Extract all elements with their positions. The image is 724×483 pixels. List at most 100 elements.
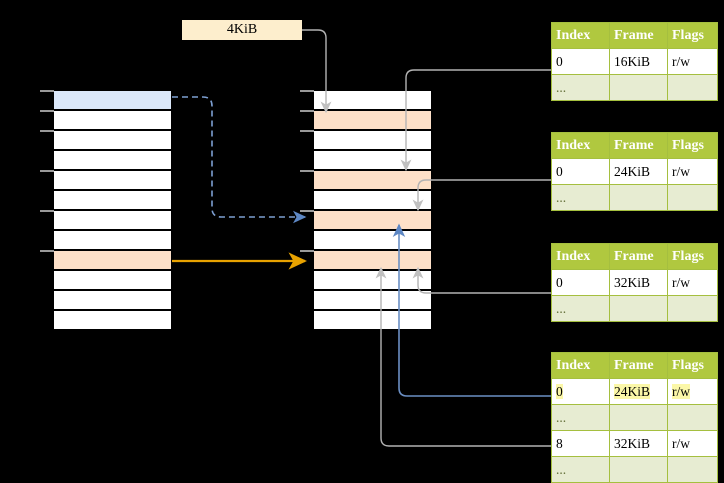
virtual-address-space-cell-6 (53, 210, 172, 230)
cell-index-1: ... (551, 74, 610, 101)
virtual-address-space-tick-2 (40, 130, 54, 132)
virtual-address-space-tick-0 (40, 90, 54, 92)
column-header-flags: Flags (667, 22, 718, 49)
virtual-address-space-cell-4 (53, 170, 172, 190)
column-header-index: Index (551, 243, 610, 270)
cell-index-0: 0 (551, 269, 610, 296)
virtual-address-space-cell-10 (53, 290, 172, 310)
virtual-address-space-tick-8 (40, 250, 54, 252)
wire-level2-to-physical-8 (412, 266, 551, 294)
column-header-frame: Frame (609, 352, 668, 379)
cell-index-0: 0 (551, 378, 610, 405)
table-row: ... (551, 184, 718, 211)
physical-memory-cell-3 (313, 150, 432, 170)
table-row: ... (551, 295, 718, 322)
column-header-frame: Frame (609, 22, 668, 49)
cell-index-1: ... (551, 404, 610, 431)
physical-memory-cell-7 (313, 230, 432, 250)
physical-memory-tick-6 (300, 210, 314, 212)
virtual-address-space-cell-1 (53, 110, 172, 130)
physical-memory-tick-2 (300, 130, 314, 132)
cell-flags-1 (667, 74, 718, 101)
column-header-frame: Frame (609, 132, 668, 159)
physical-memory-cell-5 (313, 190, 432, 210)
cell-frame-0: 16KiB (609, 48, 668, 75)
column-header-flags: Flags (667, 243, 718, 270)
physical-memory-cell-11 (313, 310, 432, 330)
physical-memory-cell-10 (313, 290, 432, 310)
cell-flags-1 (667, 404, 718, 431)
virtual-address-space-tick-6 (40, 210, 54, 212)
virtual-address-space-cell-9 (53, 270, 172, 290)
physical-memory-tick-0 (300, 90, 314, 92)
column-header-index: Index (551, 132, 610, 159)
cell-frame-1 (609, 295, 668, 322)
physical-memory-cell-4 (313, 170, 432, 190)
virtual-address-space-cell-3 (53, 150, 172, 170)
page-size-label: 4KiB (182, 20, 302, 40)
table-row: ... (551, 74, 718, 101)
virtual-address-space-tick-4 (40, 170, 54, 172)
physical-memory-cell-0 (313, 90, 432, 110)
cell-frame-1 (609, 404, 668, 431)
cell-frame-0: 32KiB (609, 269, 668, 296)
virtual-address-space-cell-8 (53, 250, 172, 270)
column-header-frame: Frame (609, 243, 668, 270)
column-header-flags: Flags (667, 352, 718, 379)
cell-index-1: ... (551, 184, 610, 211)
cell-frame-1 (609, 184, 668, 211)
column-header-index: Index (551, 22, 610, 49)
physical-memory-cell-9 (313, 270, 432, 290)
table-row: ... (551, 456, 718, 483)
cell-index-0: 0 (551, 48, 610, 75)
cell-frame-1 (609, 74, 668, 101)
virtual-address-space-cell-11 (53, 310, 172, 330)
virtual-address-space-cell-0 (53, 90, 172, 110)
column-header-index: Index (551, 352, 610, 379)
physical-memory-tick-4 (300, 170, 314, 172)
cell-index-2: 8 (551, 430, 610, 457)
wire-virtual-0-to-physical-6 (172, 96, 307, 224)
physical-memory-cell-6 (313, 210, 432, 230)
cell-flags-2: r/w (667, 430, 718, 457)
cell-index-0: 0 (551, 158, 610, 185)
column-header-flags: Flags (667, 132, 718, 159)
cell-index-1: ... (551, 295, 610, 322)
virtual-address-space-cell-2 (53, 130, 172, 150)
virtual-address-space-cell-7 (53, 230, 172, 250)
table-row: ... (551, 404, 718, 431)
cell-flags-1 (667, 295, 718, 322)
cell-flags-1 (667, 184, 718, 211)
virtual-address-space-tick-1 (40, 110, 54, 112)
physical-memory-tick-1 (300, 110, 314, 112)
cell-frame-0: 24KiB (609, 158, 668, 185)
wire-level3-to-physical-6 (412, 179, 551, 212)
cell-frame-3 (609, 456, 668, 483)
virtual-address-space-cell-5 (53, 190, 172, 210)
physical-memory-cell-8 (313, 250, 432, 270)
cell-frame-0: 24KiB (609, 378, 668, 405)
cell-flags-0: r/w (667, 158, 718, 185)
cell-frame-2: 32KiB (609, 430, 668, 457)
cell-flags-0: r/w (667, 48, 718, 75)
cell-index-3: ... (551, 456, 610, 483)
cell-flags-0: r/w (667, 378, 718, 405)
physical-memory-cell-2 (313, 130, 432, 150)
physical-memory-tick-8 (300, 250, 314, 252)
cell-flags-3 (667, 456, 718, 483)
physical-memory-cell-1 (313, 110, 432, 130)
